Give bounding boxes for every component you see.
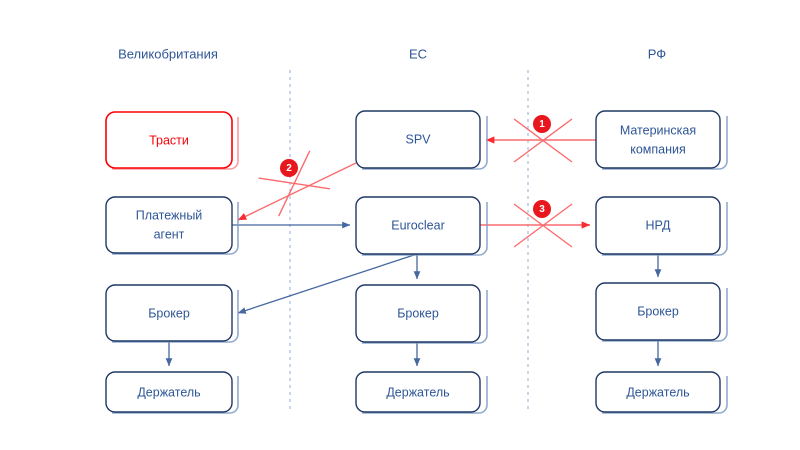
node-spv-box[interactable]	[355, 110, 481, 169]
node-parent-company-label-line2: компания	[630, 142, 686, 156]
node-broker-eu-box[interactable]	[355, 284, 481, 343]
node-broker-uk[interactable]: Брокер	[105, 284, 239, 343]
node-nrd-label: НРД	[646, 218, 672, 232]
node-holder-ru-label: Держатель	[626, 385, 689, 399]
step-badge-1[interactable]: 1	[533, 115, 551, 133]
node-nrd-box[interactable]	[595, 196, 721, 255]
step-badge-2-circle[interactable]	[280, 159, 298, 177]
step-badge-2[interactable]: 2	[280, 159, 298, 177]
step-badge-1-circle[interactable]	[533, 115, 551, 133]
node-nrd[interactable]: НРД	[595, 196, 728, 256]
node-paying-agent[interactable]: Платежный агент	[105, 196, 239, 255]
node-holder-ru-box[interactable]	[595, 371, 721, 413]
node-holder-uk-label: Держатель	[137, 385, 200, 399]
node-holder-eu[interactable]: Держатель	[355, 371, 488, 414]
step-badge-3[interactable]: 3	[533, 200, 551, 218]
node-trasty[interactable]: Трасти	[105, 111, 239, 170]
node-holder-eu-label: Держатель	[386, 385, 449, 399]
step-badges: 1 2 3	[280, 115, 551, 218]
node-euroclear-label: Euroclear	[391, 218, 445, 232]
nodes: Трасти SPV Материнская компания Платежны…	[105, 110, 728, 414]
node-euroclear[interactable]: Euroclear	[355, 196, 488, 256]
node-holder-eu-box[interactable]	[355, 371, 481, 413]
node-paying-agent-label: Платежный	[136, 208, 203, 222]
conn-spv-to-payingagent	[237, 162, 357, 221]
node-holder-uk-box[interactable]	[105, 371, 233, 413]
node-holder-uk[interactable]: Держатель	[105, 371, 239, 414]
connectors	[165, 136, 662, 367]
node-holder-ru[interactable]: Держатель	[595, 371, 728, 414]
node-broker-uk-box[interactable]	[105, 284, 233, 342]
node-broker-uk-label: Брокер	[148, 306, 190, 320]
cross-mark-3	[513, 203, 573, 248]
node-broker-ru-box[interactable]	[595, 282, 721, 341]
node-spv[interactable]: SPV	[355, 110, 488, 170]
node-trasty-box[interactable]	[105, 111, 233, 169]
cross-mark-1	[513, 118, 573, 163]
column-header-eu: ЕС	[409, 46, 427, 61]
node-parent-company[interactable]: Материнская компания	[595, 110, 728, 170]
column-headers: Великобритания ЕС РФ	[118, 46, 666, 61]
step-badge-2-label: 2	[286, 163, 292, 174]
column-header-uk: Великобритания	[118, 46, 218, 61]
step-badge-3-circle[interactable]	[533, 200, 551, 218]
node-broker-ru[interactable]: Брокер	[595, 282, 728, 342]
node-paying-agent-label-line2: агент	[154, 227, 185, 241]
node-broker-ru-label: Брокер	[637, 304, 679, 318]
node-parent-company-label: Материнская	[620, 123, 696, 137]
cross-mark-2	[258, 150, 331, 217]
node-trasty-label: Трасти	[149, 133, 189, 147]
blocked-crosses	[258, 118, 573, 248]
jurisdiction-dividers	[289, 70, 529, 412]
node-spv-label: SPV	[405, 132, 431, 146]
column-header-ru: РФ	[648, 46, 667, 61]
node-broker-eu-label: Брокер	[397, 306, 439, 320]
node-euroclear-box[interactable]	[355, 196, 481, 255]
node-parent-company-box[interactable]	[595, 110, 721, 169]
node-paying-agent-box[interactable]	[105, 196, 233, 254]
step-badge-3-label: 3	[539, 204, 545, 215]
step-badge-1-label: 1	[539, 119, 545, 130]
conn-euroclear-to-brokeruk	[237, 253, 418, 314]
node-broker-eu[interactable]: Брокер	[355, 284, 488, 344]
